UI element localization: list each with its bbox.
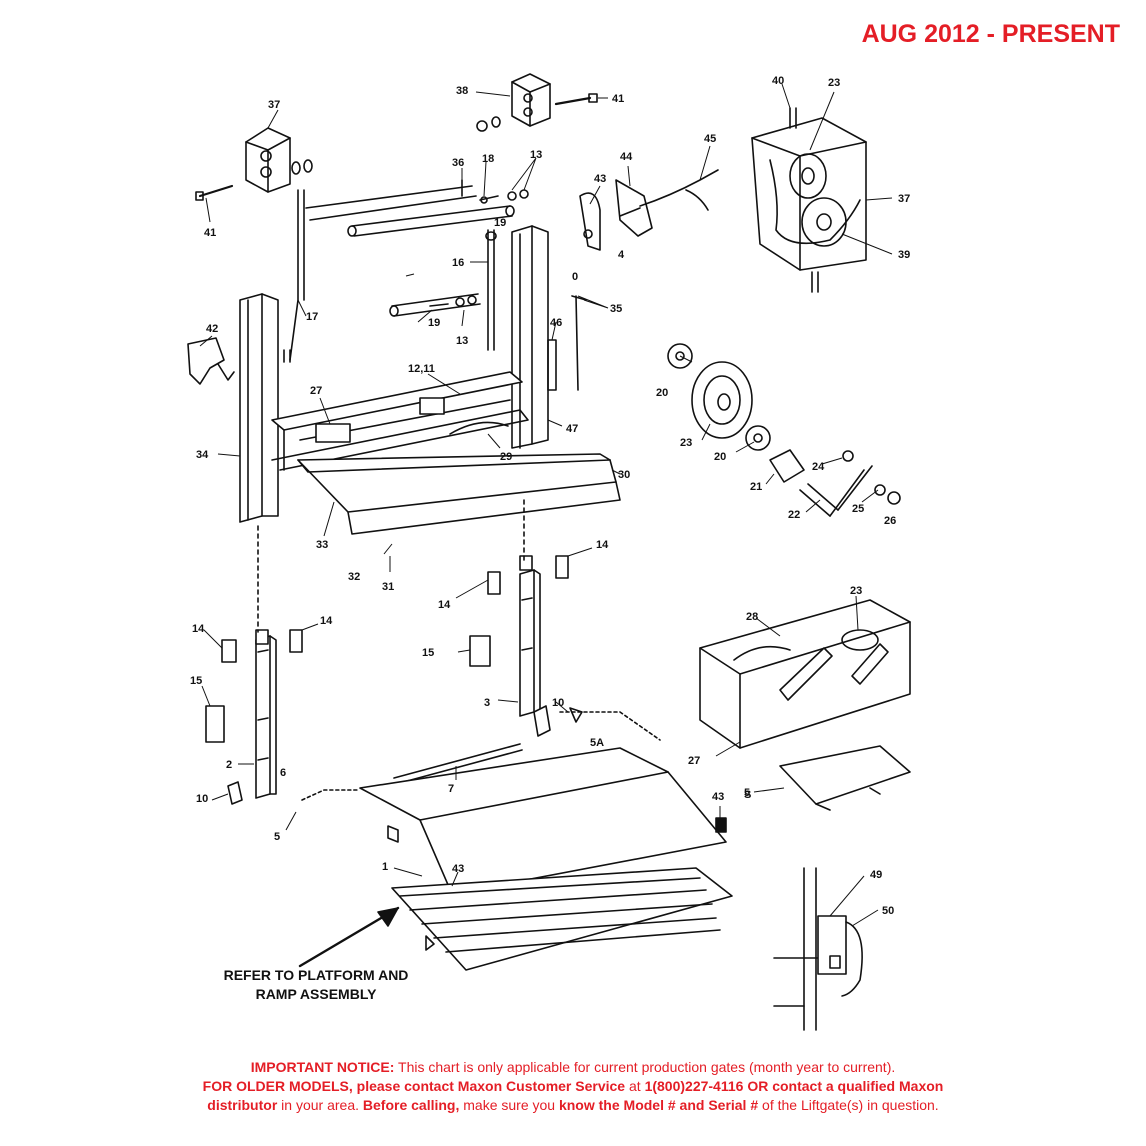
callout-20-top: 20 bbox=[656, 387, 668, 399]
callout-10-right: 10 bbox=[552, 697, 564, 709]
callout-14-mid: 14 bbox=[438, 599, 451, 611]
callout-5-ramp: 5 bbox=[744, 787, 750, 799]
callout-30: 30 bbox=[618, 469, 630, 481]
callout-10-left: 10 bbox=[196, 793, 208, 805]
callout-26: 26 bbox=[884, 515, 896, 527]
callout-12-11: 12,11 bbox=[408, 363, 435, 375]
callout-37-top: 37 bbox=[268, 99, 280, 111]
callout-19-top: 19 bbox=[494, 217, 506, 229]
callout-38: 38 bbox=[456, 85, 468, 97]
callout-13-bottom: 13 bbox=[456, 335, 468, 347]
callout-1: 1 bbox=[382, 861, 388, 873]
notice-line2-at: at bbox=[625, 1078, 645, 1094]
callout-34: 34 bbox=[196, 449, 209, 461]
notice-before-calling: Before calling, bbox=[362, 1097, 460, 1113]
callout-0: 0 bbox=[572, 271, 578, 283]
callout-37-right: 37 bbox=[898, 193, 910, 205]
callout-4: 4 bbox=[618, 249, 625, 261]
callout-41-right: 41 bbox=[612, 93, 624, 105]
callout-27-frame: 27 bbox=[310, 385, 322, 397]
refer-note-line1: REFER TO PLATFORM AND bbox=[223, 967, 409, 983]
detail-49-50 bbox=[773, 867, 863, 1031]
callout-7: 7 bbox=[448, 783, 454, 795]
notice-line2-bold: FOR OLDER MODELS, please contact Maxon C… bbox=[202, 1078, 626, 1094]
callout-43-top: 43 bbox=[594, 173, 606, 185]
callout-17: 17 bbox=[306, 311, 318, 323]
callout-14-left-b: 14 bbox=[320, 615, 333, 627]
callout-23-top: 23 bbox=[828, 77, 840, 89]
callout-39: 39 bbox=[898, 249, 910, 261]
notice-lead-bold: IMPORTANT NOTICE: bbox=[250, 1059, 395, 1075]
callout-2: 2 bbox=[226, 759, 232, 771]
callout-47: 47 bbox=[566, 423, 578, 435]
refer-note-line2: RAMP ASSEMBLY bbox=[255, 986, 377, 1002]
callout-20-bottom: 20 bbox=[714, 451, 726, 463]
callout-44: 44 bbox=[620, 151, 633, 163]
callout-21: 21 bbox=[750, 481, 762, 493]
callout-16: 16 bbox=[452, 257, 464, 269]
callout-6: 6 bbox=[280, 767, 286, 779]
part-37-pulley-housing bbox=[751, 117, 867, 271]
ramp-plate bbox=[391, 867, 733, 971]
callout-43-platform-right: 43 bbox=[712, 791, 724, 803]
part-upright-right bbox=[511, 225, 549, 449]
callout-19-bottom: 19 bbox=[428, 317, 440, 329]
callout-13-top: 13 bbox=[530, 149, 542, 161]
header-date-range: AUG 2012 - PRESENT bbox=[861, 20, 1120, 48]
callout-45: 45 bbox=[704, 133, 716, 145]
callout-24: 24 bbox=[812, 461, 825, 473]
callout-42: 42 bbox=[206, 323, 218, 335]
notice-line3-bold: distributor bbox=[207, 1097, 278, 1113]
notice-model-serial: know the Model # and Serial # bbox=[558, 1097, 759, 1113]
notice-line3-text: in your area. bbox=[277, 1097, 363, 1113]
important-notice: IMPORTANT NOTICE: This chart is only app… bbox=[60, 1058, 1086, 1115]
callout-40: 40 bbox=[772, 75, 784, 87]
callout-25: 25 bbox=[852, 503, 864, 515]
notice-lead-text: This chart is only applicable for curren… bbox=[394, 1059, 896, 1075]
refer-note: REFER TO PLATFORM AND RAMP ASSEMBLY bbox=[205, 966, 427, 1004]
callout-5a: 5A bbox=[590, 737, 604, 749]
callout-35: 35 bbox=[610, 303, 622, 315]
callout-15-left: 15 bbox=[190, 675, 202, 687]
part-34-upright bbox=[239, 293, 279, 523]
callout-31: 31 bbox=[382, 581, 394, 593]
callout-15-right: 15 bbox=[422, 647, 434, 659]
notice-phone: 1(800)227-4116 OR contact a qualified Ma… bbox=[644, 1078, 944, 1094]
part-27-lower-box bbox=[699, 599, 911, 749]
callout-5: 5 bbox=[274, 831, 280, 843]
callout-22: 22 bbox=[788, 509, 800, 521]
callout-18: 18 bbox=[482, 153, 494, 165]
part-37-bracket-left bbox=[245, 127, 291, 193]
callout-27-box: 27 bbox=[688, 755, 700, 767]
callout-29: 29 bbox=[500, 451, 512, 463]
callout-23-box: 23 bbox=[850, 585, 862, 597]
callout-46: 46 bbox=[550, 317, 562, 329]
callout-14-right-carriage: 14 bbox=[596, 539, 609, 551]
callout-36: 36 bbox=[452, 157, 464, 169]
callout-23-pulley: 23 bbox=[680, 437, 692, 449]
callout-43-platform-left: 43 bbox=[452, 863, 464, 875]
callout-49: 49 bbox=[870, 869, 882, 881]
notice-line3-text3: of the Liftgate(s) in question. bbox=[758, 1097, 939, 1113]
callout-41-left: 41 bbox=[204, 227, 216, 239]
callout-32: 32 bbox=[348, 571, 360, 583]
part-2-carriage-left bbox=[255, 635, 277, 799]
callout-28: 28 bbox=[746, 611, 758, 623]
callout-s: S bbox=[744, 789, 751, 801]
callout-50: 50 bbox=[882, 905, 894, 917]
part-3-carriage-right bbox=[519, 569, 541, 717]
callout-14-left-a: 14 bbox=[192, 623, 205, 635]
notice-line3-text2: make sure you bbox=[459, 1097, 559, 1113]
callout-3: 3 bbox=[484, 697, 490, 709]
part-38-block bbox=[511, 73, 551, 127]
callout-33: 33 bbox=[316, 539, 328, 551]
